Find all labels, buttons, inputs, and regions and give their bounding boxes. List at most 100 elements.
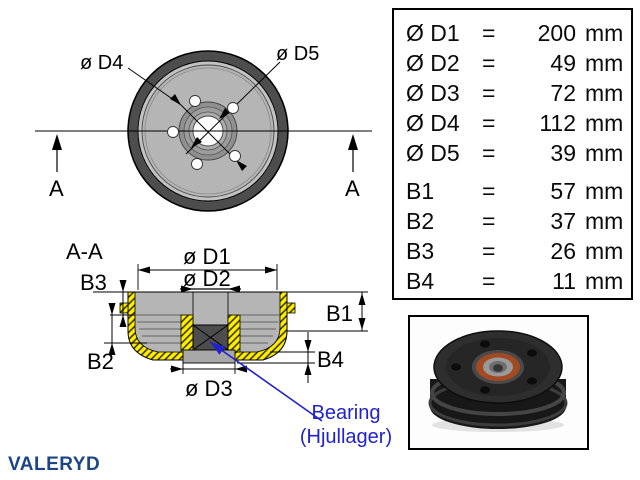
b3-dim-label: B3	[80, 270, 107, 295]
bearing-seat	[180, 314, 194, 353]
table-row: Ø D2 = 49 mm	[406, 48, 631, 78]
table-row: B2 = 37 mm	[406, 206, 631, 236]
equals-sign: =	[482, 267, 496, 294]
dim-unit: mm	[585, 109, 624, 136]
dim-value: 37	[550, 207, 576, 234]
d5-label: ø D5	[276, 43, 319, 65]
dim-label: Ø D4	[406, 109, 460, 136]
hub-bottom-section	[182, 349, 236, 364]
dim-arrow-icon	[235, 365, 247, 373]
table-row: B4 = 11 mm	[406, 266, 631, 296]
dim-label: B4	[406, 267, 435, 294]
section-marker-left: A	[49, 176, 64, 201]
dim-value: 11	[552, 267, 576, 294]
bearing-cross	[192, 324, 229, 351]
flange-nub	[286, 302, 296, 314]
d5-arrow-icon	[219, 108, 230, 119]
brake-drum-photo	[408, 315, 589, 450]
table-row: B1 = 57 mm	[406, 176, 631, 206]
front-view: ø D4 ø D5 A A	[35, 43, 372, 212]
dimensions-table: Ø D1 = 200 mm Ø D2 = 49 mm Ø D3 = 72 mm …	[392, 8, 633, 300]
equals-sign: =	[482, 207, 496, 234]
dim-label: B1	[406, 177, 435, 204]
dim-unit: mm	[585, 207, 624, 234]
bearing-callout-line	[209, 341, 323, 422]
bolt-holes	[167, 95, 241, 170]
equals-sign: =	[482, 109, 496, 136]
b2-dim-label: B2	[87, 349, 114, 374]
dim-unit: mm	[585, 237, 624, 264]
dim-arrow-icon	[228, 285, 240, 293]
dim-unit: mm	[585, 267, 624, 294]
b1-dim-label: B1	[326, 301, 353, 326]
dim-arrow-icon	[119, 315, 127, 327]
dim-label: B3	[406, 237, 435, 264]
section-marker-right: A	[345, 176, 360, 201]
table-row: B3 = 26 mm	[406, 236, 631, 266]
equals-sign: =	[482, 177, 496, 204]
valeryd-logo: VALERYD	[8, 454, 101, 475]
equals-sign: =	[482, 139, 496, 166]
d4-leader-line	[127, 67, 237, 161]
dim-label: Ø D3	[406, 79, 460, 106]
table-row: Ø D1 = 200 mm	[406, 18, 631, 48]
dim-value: 49	[550, 49, 576, 76]
bearing-callout-line2: (Hjullager)	[299, 426, 393, 448]
dim-unit: mm	[585, 139, 624, 166]
dim-arrow-icon	[358, 293, 366, 305]
d2-dim-label: ø D2	[183, 266, 231, 291]
table-row: Ø D4 = 112 mm	[406, 108, 631, 138]
dim-arrow-icon	[265, 266, 277, 274]
section-arrow-icon	[348, 134, 358, 150]
dim-value: 57	[550, 177, 576, 204]
bearing-bore	[493, 364, 503, 372]
dim-unit: mm	[585, 49, 624, 76]
d4-label: ø D4	[80, 52, 123, 74]
dim-value: 39	[550, 139, 576, 166]
dim-value: 26	[550, 237, 576, 264]
bearing-seat	[227, 314, 241, 353]
equals-sign: =	[482, 237, 496, 264]
equals-sign: =	[482, 49, 496, 76]
d5-arrow-icon	[191, 137, 202, 148]
dim-arrow-icon	[358, 318, 366, 330]
d3-dim-label: ø D3	[185, 376, 233, 401]
dim-label: B2	[406, 207, 435, 234]
dim-unit: mm	[585, 19, 624, 46]
dim-arrow-icon	[119, 280, 127, 292]
dim-arrow-icon	[171, 365, 183, 373]
equals-sign: =	[482, 79, 496, 106]
bearing-callout: Bearing (Hjullager)	[278, 401, 414, 449]
interior-step-lines	[135, 314, 280, 344]
hub-column-section	[192, 291, 229, 326]
bearing-callout-arrow-icon	[210, 342, 226, 355]
d1-dim-label: ø D1	[183, 244, 231, 269]
dim-unit: mm	[585, 79, 624, 106]
section-view: A-A	[66, 239, 368, 422]
bearing-callout-line1: Bearing	[311, 402, 381, 424]
dim-arrow-icon	[108, 303, 116, 315]
dim-value: 72	[550, 79, 576, 106]
dim-unit: mm	[585, 177, 624, 204]
flange-nub	[119, 302, 129, 314]
dim-arrow-icon	[304, 363, 312, 375]
photo-bolt-holes	[451, 340, 537, 394]
d4-arrow-icon	[236, 160, 247, 171]
section-arrow-icon	[52, 134, 62, 150]
equals-sign: =	[482, 19, 496, 46]
b4-dim-label: B4	[317, 347, 344, 372]
brake-drum-photo-image	[428, 330, 568, 432]
dim-arrow-icon	[108, 343, 116, 355]
table-row: Ø D5 = 39 mm	[406, 138, 631, 168]
section-title: A-A	[66, 239, 103, 264]
table-row: Ø D3 = 72 mm	[406, 78, 631, 108]
dim-arrow-icon	[181, 285, 193, 293]
dim-label: Ø D5	[406, 139, 460, 166]
dim-arrow-icon	[304, 340, 312, 352]
dim-label: Ø D2	[406, 49, 460, 76]
d4-arrow-icon	[170, 94, 181, 105]
dim-value: 112	[539, 109, 576, 136]
dim-arrow-icon	[138, 266, 150, 274]
